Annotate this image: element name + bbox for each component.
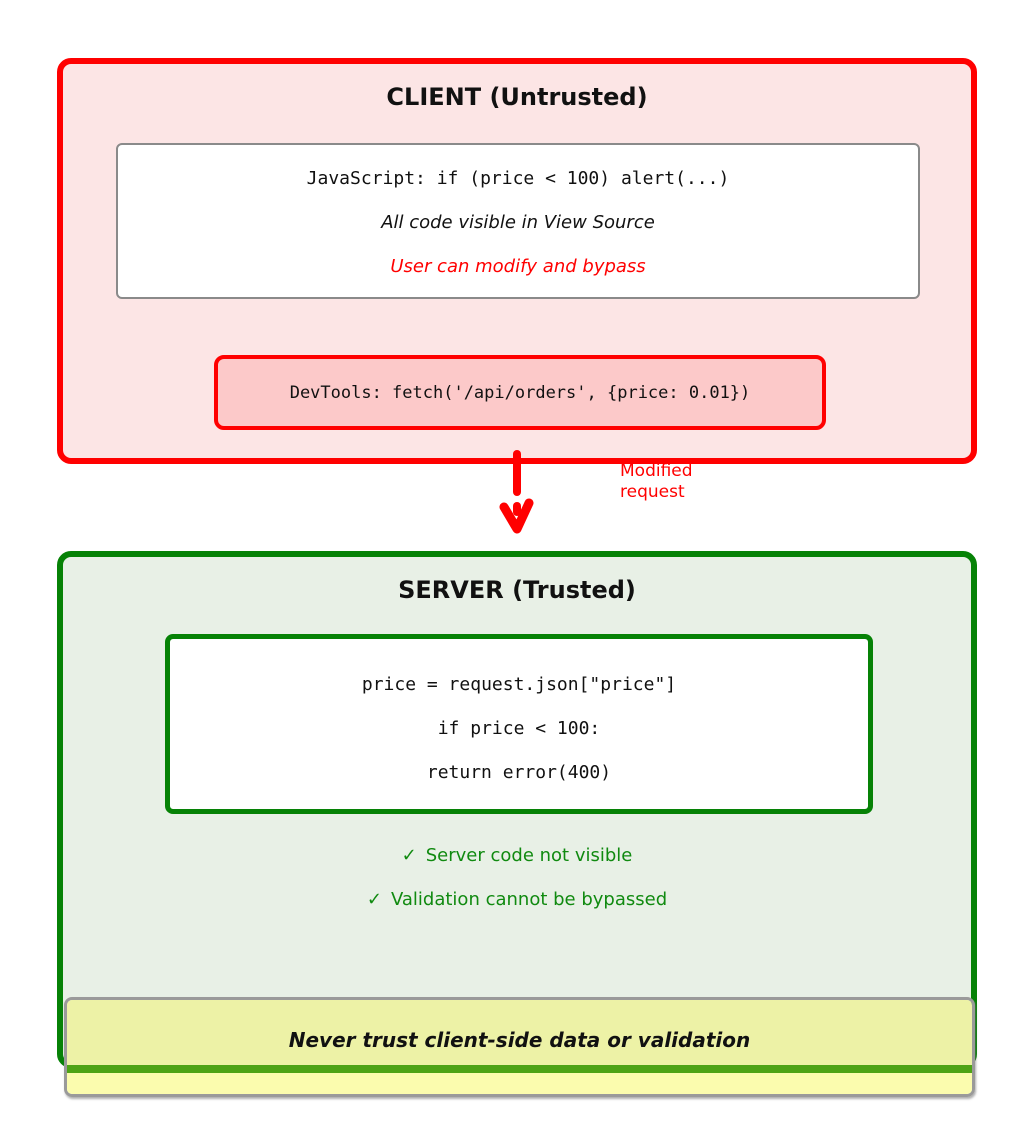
warning-banner-lower xyxy=(67,1073,972,1094)
check-label: Server code not visible xyxy=(425,845,633,866)
client-title: CLIENT (Untrusted) xyxy=(386,83,648,111)
client-note-bypass: User can modify and bypass xyxy=(390,256,646,277)
client-code-box: JavaScript: if (price < 100) alert(...) … xyxy=(116,143,920,299)
warning-banner-upper: Never trust client-side data or validati… xyxy=(67,1000,972,1065)
check-icon: ✓ xyxy=(366,889,382,910)
warning-banner-text: Never trust client-side data or validati… xyxy=(288,1028,751,1052)
server-title: SERVER (Trusted) xyxy=(398,576,636,604)
server-code-line: price = request.json["price"] xyxy=(361,674,677,695)
banner-green-stripe xyxy=(67,1065,972,1073)
server-code-line: if price < 100: xyxy=(437,718,601,739)
server-code-box: price = request.json["price"] if price <… xyxy=(165,634,873,814)
check-icon: ✓ xyxy=(401,845,417,866)
devtools-box: DevTools: fetch('/api/orders', {price: 0… xyxy=(214,355,826,430)
client-code-line: JavaScript: if (price < 100) alert(...) xyxy=(306,168,730,189)
server-check-row: ✓ Validation cannot be bypassed xyxy=(57,889,977,911)
check-label: Validation cannot be bypassed xyxy=(390,889,668,910)
warning-banner: Never trust client-side data or validati… xyxy=(64,997,975,1097)
devtools-line: DevTools: fetch('/api/orders', {price: 0… xyxy=(289,382,751,403)
arrow-label: Modified request xyxy=(620,461,693,502)
arrow-head xyxy=(499,498,534,534)
arrow-down-icon xyxy=(499,450,534,534)
server-check-row: ✓ Server code not visible xyxy=(57,845,977,867)
client-note-visible: All code visible in View Source xyxy=(381,212,655,233)
server-code-line: return error(400) xyxy=(426,762,612,783)
